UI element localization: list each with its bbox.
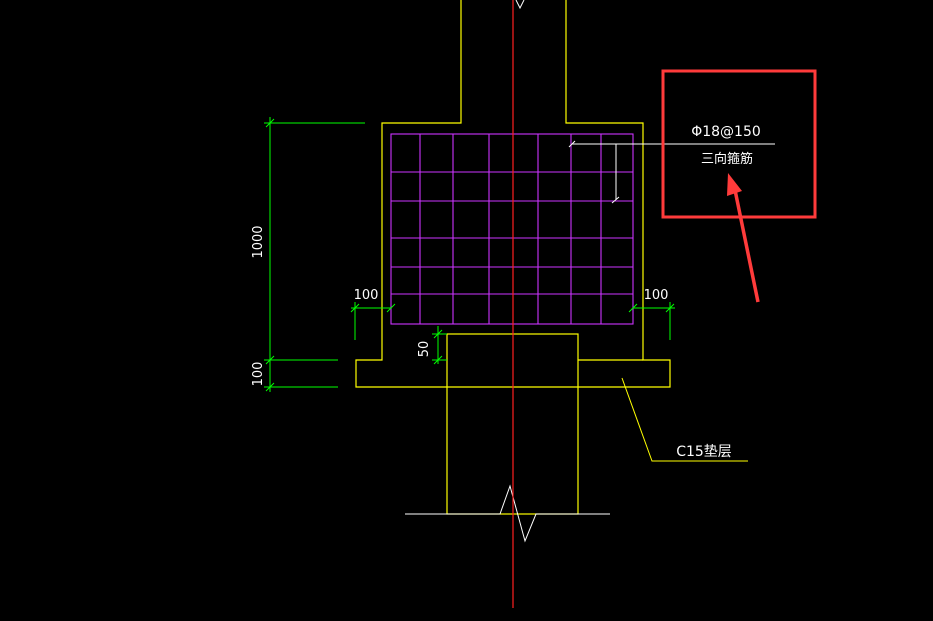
dimension-lines-gap (432, 326, 447, 365)
top-marker (515, 0, 525, 10)
break-line (405, 484, 610, 543)
rebar-grid (390, 133, 634, 325)
dim-right-offset: 100 (644, 288, 669, 303)
rebar-desc-label: 三向箍筋 (701, 151, 753, 167)
dimension-lines-right-offset (628, 302, 675, 340)
highlight-arrow (727, 173, 760, 303)
dimension-lines-left-offset (350, 302, 396, 340)
cushion-label: C15垫层 (676, 444, 732, 460)
dim-height-main: 1000 (251, 225, 266, 258)
dimension-lines-left (264, 117, 365, 392)
rebar-spec-label: Φ18@150 (691, 124, 761, 140)
dim-left-offset: 100 (354, 288, 379, 303)
cushion-leader (621, 377, 748, 462)
dim-height-pad: 100 (251, 362, 266, 387)
dim-gap: 50 (417, 341, 432, 358)
rebar-leader (568, 140, 775, 204)
